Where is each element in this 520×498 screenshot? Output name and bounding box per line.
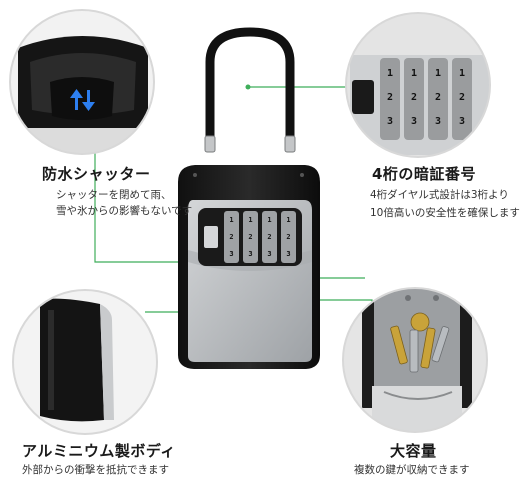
infographic-artwork: 1 2 3 1 2 3 1 2 3 1 2 3 1 2 3 1 2 3 1 2 … <box>9 9 491 435</box>
code-desc-line-1: 4桁ダイヤル式設計は3桁より <box>370 189 509 201</box>
dial-digit: 1 <box>248 216 252 224</box>
capacity-closeup <box>342 287 488 433</box>
dial-digit: 2 <box>248 233 252 241</box>
dial-digit: 1 <box>459 68 465 79</box>
dial-digit: 3 <box>286 250 290 258</box>
dial-digit: 1 <box>411 68 417 79</box>
dial-digit: 2 <box>459 92 465 103</box>
shutter-closeup <box>9 9 155 155</box>
shutter-desc-line-2: 雪や氷からの影響もないです <box>56 205 193 217</box>
dial-digit: 1 <box>229 216 233 224</box>
dial-digit: 3 <box>248 250 252 258</box>
body-desc-line-1: 外部からの衝撃を抵抗できます <box>22 464 169 476</box>
dial-digit: 1 <box>267 216 271 224</box>
dial-digit: 3 <box>387 116 393 127</box>
capacity-desc-line-1: 複数の鍵が収納できます <box>354 464 470 476</box>
dial-digit: 1 <box>286 216 290 224</box>
dial-column-2 <box>243 211 258 263</box>
dial-digit: 3 <box>411 116 417 127</box>
dial-digit: 2 <box>286 233 290 241</box>
dial-digit: 2 <box>411 92 417 103</box>
dial-digit: 3 <box>459 116 465 127</box>
dial-digit: 2 <box>435 92 441 103</box>
dial-digit: 1 <box>387 68 393 79</box>
lock-shackle <box>205 27 295 153</box>
dial-digit: 2 <box>267 233 271 241</box>
dial-closeup <box>345 12 491 158</box>
shackle-tips <box>204 135 296 153</box>
shutter-title: 防水シャッター <box>42 165 151 183</box>
dial-digit: 3 <box>435 116 441 127</box>
dial-digit: 3 <box>267 250 271 258</box>
arrow-down-icon <box>82 90 95 111</box>
dial-column-4 <box>281 211 296 263</box>
shutter-desc-line-1: シャッターを閉めて雨、 <box>56 189 172 201</box>
body-title: アルミニウム製ボディ <box>22 442 176 460</box>
dial-column-1 <box>224 211 239 263</box>
dial-column-3 <box>262 211 277 263</box>
capacity-title: 大容量 <box>390 442 437 460</box>
code-title: 4桁の暗証番号 <box>372 165 476 183</box>
dial-wheels <box>380 58 472 140</box>
body-closeup <box>12 289 158 435</box>
arrow-up-icon <box>70 89 83 110</box>
dial-digit: 2 <box>229 233 233 241</box>
code-desc-line-2: 10倍高いの安全性を確保します <box>370 207 520 219</box>
keys-icon <box>390 312 450 373</box>
dial-digit: 3 <box>229 250 233 258</box>
dial-digit: 2 <box>387 92 393 103</box>
dial-digit: 1 <box>435 68 441 79</box>
lock-box <box>178 27 320 369</box>
product-infographic: 1 2 3 1 2 3 1 2 3 1 2 3 1 2 3 1 2 3 1 2 … <box>9 9 520 476</box>
